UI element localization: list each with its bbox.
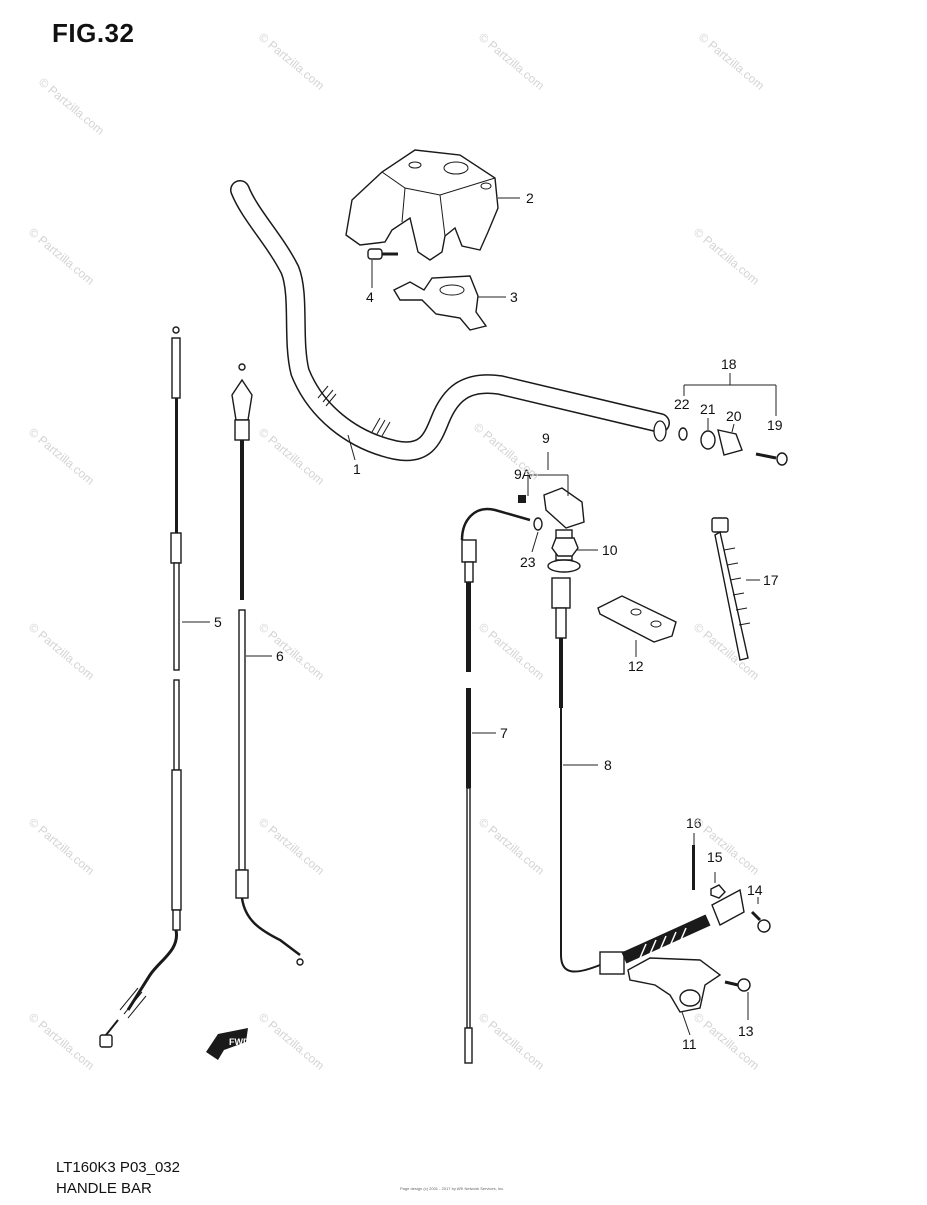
- rear-brake-cable[interactable]: [99, 326, 182, 1048]
- weight-20[interactable]: [717, 429, 743, 456]
- handlebar-cover[interactable]: [345, 149, 499, 261]
- callout-22: 22: [674, 396, 690, 412]
- leader-lines: [182, 197, 777, 1036]
- plate[interactable]: [597, 595, 677, 643]
- callout-19: 19: [767, 417, 783, 433]
- bracket-bolt[interactable]: [724, 978, 751, 992]
- callout-3: 3: [510, 289, 518, 305]
- cover-screw[interactable]: [367, 248, 398, 260]
- throttle-lever-cable[interactable]: [551, 577, 745, 975]
- cable-tie[interactable]: [711, 517, 751, 661]
- throttle-lever[interactable]: [543, 487, 585, 573]
- callout-4: 4: [366, 289, 374, 305]
- callout-labels: 1 2 3 4 5 6 7 8 9 9A 10 11 12 13 14 15 1…: [214, 190, 783, 1052]
- callout-13: 13: [738, 1023, 754, 1039]
- washer-22[interactable]: [678, 427, 688, 441]
- callout-6: 6: [276, 648, 284, 664]
- bolt-19-head[interactable]: [776, 452, 788, 466]
- figure-number: FIG.32: [52, 18, 135, 48]
- bar-end-set[interactable]: [678, 427, 788, 466]
- forward-arrow-icon: FWD: [206, 1028, 250, 1060]
- lever-screw[interactable]: [518, 495, 526, 503]
- front-brake-cable[interactable]: [231, 363, 304, 966]
- pin[interactable]: [692, 845, 695, 890]
- lever-boot[interactable]: [551, 537, 579, 557]
- callout-17: 17: [763, 572, 779, 588]
- callout-5: 5: [214, 614, 222, 630]
- callout-21: 21: [700, 401, 716, 417]
- callout-14: 14: [747, 882, 763, 898]
- clevis-bolt[interactable]: [750, 910, 771, 933]
- handlebar[interactable]: [230, 180, 670, 462]
- copyright-fine-print: Page design (c) 2001 - 2017 by ARI Netwo…: [400, 1186, 505, 1191]
- callout-8: 8: [604, 757, 612, 773]
- callout-18: 18: [721, 356, 737, 372]
- callout-9: 9: [542, 430, 550, 446]
- callout-9a: 9A: [514, 466, 532, 482]
- callout-20: 20: [726, 408, 742, 424]
- lever-washer[interactable]: [533, 517, 543, 531]
- throttle-cable[interactable]: [460, 507, 531, 1064]
- ring-21[interactable]: [700, 430, 716, 450]
- callout-1: 1: [353, 461, 361, 477]
- callout-10: 10: [602, 542, 618, 558]
- callout-12: 12: [628, 658, 644, 674]
- nut[interactable]: [710, 884, 726, 899]
- cover-bracket[interactable]: [393, 275, 488, 331]
- callout-16: 16: [686, 815, 702, 831]
- fwd-label: FWD: [229, 1037, 250, 1047]
- model-code: LT160K3 P03_032: [56, 1159, 180, 1176]
- callout-11: 11: [682, 1036, 697, 1052]
- cable-bracket[interactable]: [627, 957, 722, 1013]
- callout-2: 2: [526, 190, 534, 206]
- callout-7: 7: [500, 725, 508, 741]
- callout-23: 23: [520, 554, 536, 570]
- section-title: HANDLE BAR: [56, 1180, 152, 1197]
- callout-15: 15: [707, 849, 723, 865]
